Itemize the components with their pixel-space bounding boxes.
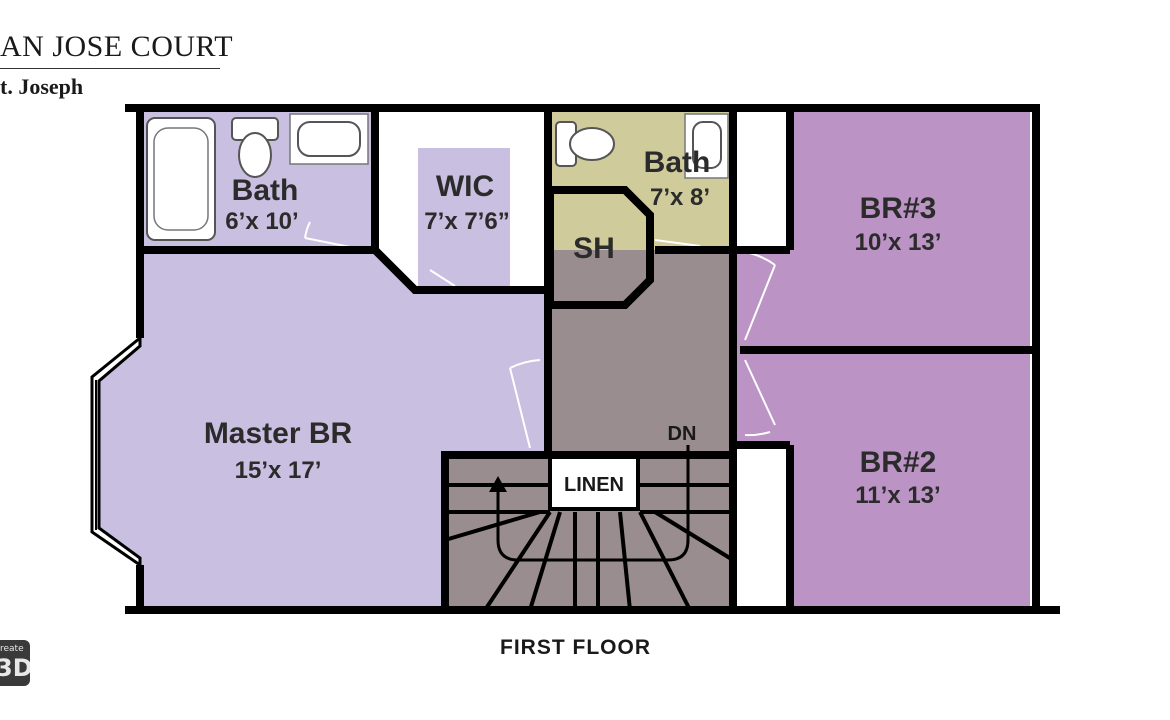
property-title: AN JOSE COURT xyxy=(0,30,234,63)
sink2-basin xyxy=(692,121,722,169)
stairs-dn-label: DN xyxy=(668,423,697,445)
logo-text-main: 3D xyxy=(0,654,30,682)
master-br-dims: 15’x 17’ xyxy=(235,457,322,484)
bath1-dims: 6’x 10’ xyxy=(225,208,298,235)
br2-name: BR#2 xyxy=(860,446,937,479)
linen-closet xyxy=(548,455,640,511)
logo-text-top: reate xyxy=(0,644,24,654)
br2-door-area xyxy=(735,350,795,445)
door-swings xyxy=(304,221,776,449)
wic-name: WIC xyxy=(436,170,494,203)
toilet2-bowl xyxy=(569,127,615,161)
bath2-name: Bath xyxy=(644,146,711,179)
stair-arrow-head xyxy=(489,476,507,492)
title-underline xyxy=(0,68,220,69)
create3d-logo: reate 3D xyxy=(0,640,30,686)
linen-label: LINEN xyxy=(564,474,624,496)
br2-dims: 11’x 13’ xyxy=(855,482,940,509)
property-subtitle: t. Joseph xyxy=(0,74,84,99)
br3-fill xyxy=(790,110,1030,350)
wic-dims: 7’x 7’6” xyxy=(424,208,509,235)
walls xyxy=(125,104,1060,614)
hall-fill xyxy=(548,250,733,460)
bathtub-inner xyxy=(153,127,209,231)
sink1-basin xyxy=(297,121,361,157)
master-br-name: Master BR xyxy=(204,417,353,450)
bay-window xyxy=(90,334,142,568)
br3-door-area xyxy=(735,250,795,350)
shower-name: SH xyxy=(573,232,615,265)
bath1-name: Bath xyxy=(232,174,299,207)
br3-dims: 10’x 13’ xyxy=(855,229,942,256)
bath2-dims: 7’x 8’ xyxy=(650,184,710,211)
master-br-fill xyxy=(92,250,548,610)
stair-arrow xyxy=(496,445,690,562)
br3-name: BR#3 xyxy=(860,192,937,225)
wic-fill xyxy=(418,148,510,286)
toilet1-bowl xyxy=(238,132,272,178)
br2-fill xyxy=(790,350,1030,608)
floor-label: FIRST FLOOR xyxy=(500,636,651,659)
